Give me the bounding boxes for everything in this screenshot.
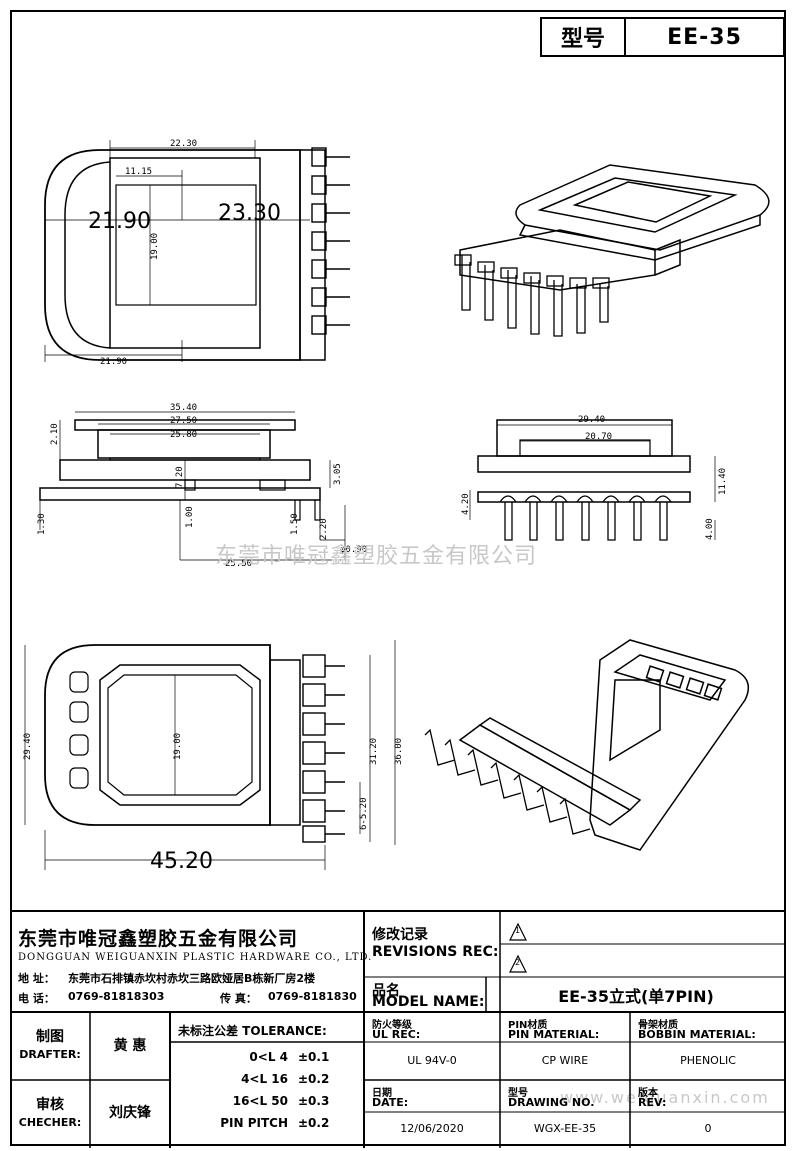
fax: 0769-8181830	[268, 990, 357, 1003]
date-label-en: DATE:	[372, 1096, 409, 1109]
tolerance-row: 16<L 50±0.3	[232, 1094, 330, 1108]
fax-label: 传 真：	[220, 992, 257, 1005]
dim-1900: 19.00	[150, 233, 160, 260]
drawing-label-cn: 型号	[508, 1088, 528, 1099]
dim-100: 1.00	[185, 506, 195, 528]
dim-305: 3.05	[333, 463, 343, 485]
dim-plan-3600: 36.00	[394, 738, 404, 765]
dim-2190-bottom: 21.90	[100, 357, 127, 367]
model-name-label-cn: 品名	[372, 983, 400, 999]
rev-no-value: 0	[704, 1122, 712, 1135]
dim-2550: 25.50	[225, 559, 252, 569]
dim-2330-big: 23.30	[218, 201, 281, 226]
dim-plan-pitch: 6-5.20	[359, 797, 369, 830]
top-view	[44, 140, 350, 362]
dim-150: 1.50	[290, 513, 300, 535]
model-label: 型号	[542, 19, 626, 55]
dim-top-width: 22.30	[170, 139, 197, 149]
model-number-box: 型号 EE-35	[540, 17, 785, 57]
watermark-url: www.weiguanxin.com	[560, 1088, 770, 1107]
bobbin-label-cn: 骨架材质	[638, 1020, 678, 1031]
company-name-cn: 东莞市唯冠鑫塑胶五金有限公司	[18, 928, 299, 950]
company-name-en: DONGGUAN WEIGUANXIN PLASTIC HARDWARE CO.…	[18, 952, 373, 963]
drafter-label-cn: 制图	[36, 1029, 64, 1045]
dim-090: φ0.90	[340, 545, 367, 555]
tolerance-row: 0<L 4±0.1	[249, 1050, 330, 1064]
technical-drawing: 22.30 11.15 21.90 23.30 21.90 19.00	[23, 139, 770, 874]
drawing-label-en: DRAWING NO.	[508, 1096, 595, 1109]
dim-3540: 35.40	[170, 403, 197, 413]
dim-side-400: 4.00	[705, 518, 715, 540]
pin-label-en: PIN MATERIAL:	[508, 1028, 600, 1041]
ul-label-en: UL REC:	[372, 1028, 421, 1041]
dim-720: 7.20	[175, 466, 185, 488]
revision-2: 2	[515, 958, 521, 967]
model-name-label-en: MODEL NAME:	[372, 994, 485, 1010]
dim-side-420: 4.20	[461, 493, 471, 515]
tolerance-title: 未标注公差 TOLERANCE:	[178, 1024, 327, 1038]
revisions-label-en: REVISIONS REC:	[372, 944, 499, 960]
dim-plan-1900: 19.00	[173, 733, 183, 760]
pin-label-cn: PIN材质	[508, 1020, 548, 1031]
title-block: 东莞市唯冠鑫塑胶五金有限公司 DONGGUAN WEIGUANXIN PLAST…	[10, 910, 786, 1148]
rev-no-label-cn: 版本	[638, 1088, 658, 1099]
bobbin-value: PHENOLIC	[680, 1054, 736, 1067]
checker-label-cn: 审核	[36, 1097, 64, 1113]
revisions-label-cn: 修改记录	[372, 927, 428, 943]
checker-name: 刘庆锋	[109, 1105, 151, 1121]
dim-2190-big: 21.90	[88, 209, 151, 234]
dim-220: 2.20	[319, 518, 329, 540]
ul-value: UL 94V-0	[407, 1054, 457, 1067]
tolerance-row: PIN PITCH±0.2	[220, 1116, 330, 1130]
drawing-frame	[10, 10, 786, 1146]
dim-plan-2940: 29.40	[23, 733, 33, 760]
side-view	[469, 419, 716, 541]
pin-value: CP WIRE	[541, 1054, 589, 1067]
dim-210: 2.10	[50, 423, 60, 445]
checker-label-en: CHECHER:	[18, 1116, 82, 1129]
revision-1: 1	[515, 926, 521, 935]
dim-2580: 25.80	[170, 430, 197, 440]
address-label: 地 址：	[18, 972, 55, 985]
dim-1115: 11.15	[125, 167, 152, 177]
plan-view	[24, 640, 396, 870]
iso-view-2	[424, 639, 750, 851]
tolerance-row: 4<L 16±0.2	[241, 1072, 330, 1086]
bobbin-label-en: BOBBIN MATERIAL:	[638, 1028, 756, 1041]
watermark-text: 东莞市唯冠鑫塑胶五金有限公司	[215, 544, 538, 569]
drawing-value: WGX-EE-35	[533, 1122, 597, 1135]
title-block-grid	[10, 912, 786, 1148]
dim-side-2940: 29.40	[578, 415, 605, 425]
tolerance-table: 0<L 4±0.1 4<L 16±0.2 16<L 50±0.3 PIN PIT…	[178, 1050, 358, 1138]
ul-label-cn: 防火等级	[372, 1020, 412, 1031]
dim-130: 1.30	[37, 513, 47, 535]
drafter-label-en: DRAFTER:	[19, 1048, 81, 1061]
front-view	[39, 411, 346, 561]
dim-plan-4520: 45.20	[150, 849, 213, 874]
model-value: EE-35	[667, 24, 742, 50]
phone-label: 电 话：	[18, 992, 55, 1005]
date-value: 12/06/2020	[400, 1122, 464, 1135]
address: 东莞市石排镇赤坎村赤坎三路欧娅居B栋新厂房2楼	[68, 972, 316, 985]
phone: 0769-81818303	[68, 990, 165, 1003]
rev-no-label-en: REV:	[638, 1096, 667, 1109]
drafter-name: 黄 惠	[113, 1038, 147, 1054]
dim-plan-3120: 31.20	[369, 738, 379, 765]
dim-side-1140: 11.40	[718, 468, 728, 495]
date-label-cn: 日期	[372, 1088, 392, 1099]
model-name-value: EE-35立式(单7PIN)	[558, 987, 714, 1006]
dim-side-2070: 20.70	[585, 432, 612, 442]
iso-view-1	[454, 164, 770, 337]
dim-2750: 27.50	[170, 416, 197, 426]
